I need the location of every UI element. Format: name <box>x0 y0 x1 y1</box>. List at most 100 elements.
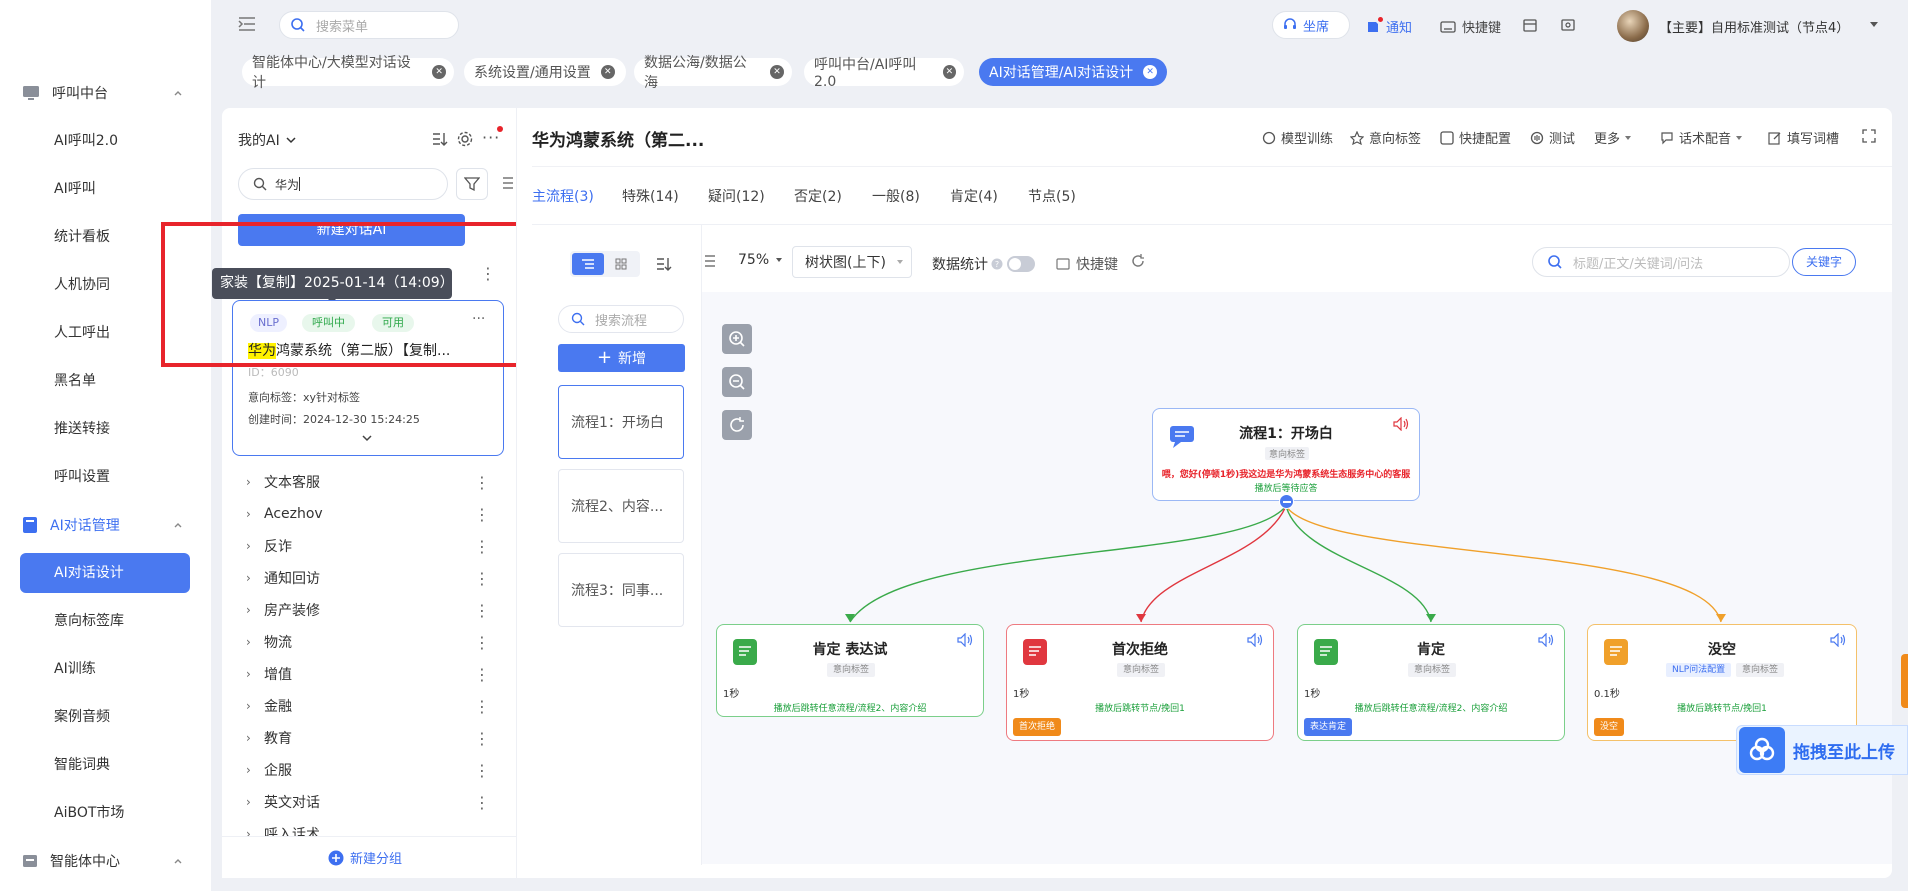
group-item[interactable]: ›文本客服⋮ <box>246 472 490 492</box>
add-flow-button[interactable]: +新增 <box>558 344 685 372</box>
sidebar-item-ai-training[interactable]: AI训练 <box>54 661 96 677</box>
tab-special[interactable]: 特殊(14) <box>622 189 679 205</box>
sidebar-section-call-center[interactable]: 呼叫中台 <box>0 74 211 112</box>
grid-view-icon[interactable] <box>604 253 638 275</box>
tab-ai-call-2[interactable]: 呼叫中台/AI呼叫2.0✕ <box>804 57 964 90</box>
sidebar-item-human-machine[interactable]: 人机协同 <box>54 277 110 293</box>
sort-icon[interactable] <box>432 131 448 147</box>
sidebar-item-aibot-market[interactable]: AiBOT市场 <box>54 805 125 821</box>
menu-fold-icon[interactable] <box>238 16 256 32</box>
fill-slot-button[interactable]: 填写词槽 <box>1768 128 1839 147</box>
more-vert-icon[interactable]: ⋮ <box>474 760 490 780</box>
list-view-icon[interactable] <box>572 253 604 275</box>
tab-question[interactable]: 疑问(12) <box>708 189 765 205</box>
view-mode-select[interactable]: 树状图(上下) <box>792 246 912 278</box>
list-icon[interactable] <box>704 254 716 268</box>
sidebar-item-ai-dialog-design[interactable]: AI对话设计 <box>20 553 190 593</box>
toggle-switch[interactable] <box>1007 256 1035 272</box>
new-group-button[interactable]: 新建分组 <box>328 848 402 867</box>
close-icon[interactable]: ✕ <box>432 65 446 79</box>
more-vert-icon[interactable]: ⋮ <box>474 536 490 556</box>
filter-button[interactable] <box>456 168 488 200</box>
more-button[interactable]: 更多 <box>1594 128 1637 147</box>
flow-search-input[interactable]: 搜索流程 <box>595 313 648 329</box>
speaker-icon[interactable] <box>1393 416 1409 435</box>
tab-negative[interactable]: 否定(2) <box>794 189 842 205</box>
sidebar-item-smart-dict[interactable]: 智能词典 <box>54 757 110 773</box>
fullscreen-icon[interactable] <box>1862 129 1876 143</box>
model-training-button[interactable]: 模型训练 <box>1262 128 1333 147</box>
group-item-partial[interactable]: ›呼入话术 <box>246 818 496 838</box>
more-vert-icon[interactable]: ⋮ <box>474 504 490 524</box>
close-icon[interactable]: ✕ <box>770 65 784 79</box>
sidebar-item-transfer[interactable]: 推送转接 <box>54 421 110 437</box>
more-vert-icon[interactable]: ⋮ <box>474 696 490 716</box>
group-item[interactable]: ›房产装修⋮ <box>246 600 490 620</box>
seat-button[interactable]: 坐席 <box>1272 11 1350 39</box>
sidebar-item-blacklist[interactable]: 黑名单 <box>54 373 96 389</box>
more-vert-icon[interactable]: ⋮ <box>480 264 496 283</box>
intent-tag-button[interactable]: 意向标签 <box>1350 128 1421 147</box>
tab-data-sea[interactable]: 数据公海/数据公海✕ <box>634 55 792 91</box>
upload-drop-banner[interactable]: 拖拽至此上传 <box>1736 725 1908 775</box>
more-vert-icon[interactable]: ⋮ <box>474 568 490 588</box>
group-item[interactable]: ›金融⋮ <box>246 696 490 716</box>
speaker-icon[interactable] <box>1538 632 1554 651</box>
child-node-2[interactable]: 首次拒绝 意向标签 1秒 播放后跳转节点/挽回1 首次拒绝 <box>1006 624 1274 741</box>
child-node-1[interactable]: 肯定 表达试 意向标签 1秒 播放后跳转任意流程/流程2、内容介绍 <box>716 624 984 717</box>
quick-config-button[interactable]: 快捷配置 <box>1440 128 1511 147</box>
image-icon[interactable] <box>1561 18 1575 32</box>
tab-positive[interactable]: 肯定(4) <box>950 189 998 205</box>
close-icon[interactable]: ✕ <box>1143 65 1158 79</box>
more-vert-icon[interactable]: ⋮ <box>474 600 490 620</box>
voice-dub-button[interactable]: 话术配音 <box>1660 128 1748 147</box>
calendar-icon[interactable] <box>1523 18 1537 32</box>
sort-icon[interactable] <box>656 256 672 272</box>
ai-search-box[interactable]: 华为 <box>238 168 448 200</box>
sidebar-item-stats-board[interactable]: 统计看板 <box>54 229 110 245</box>
more-vert-icon[interactable]: ⋮ <box>474 632 490 652</box>
close-icon[interactable]: ✕ <box>600 65 615 79</box>
sidebar-section-ai-dialog[interactable]: AI对话管理 <box>0 506 211 544</box>
test-button[interactable]: 测试 <box>1530 128 1575 147</box>
speaker-icon[interactable] <box>1247 632 1263 651</box>
shortcut-button[interactable]: 快捷键 <box>1440 17 1501 36</box>
child-node-3[interactable]: 肯定 意向标签 1秒 播放后跳转任意流程/流程2、内容介绍 表达肯定 <box>1297 624 1565 741</box>
group-item[interactable]: ›英文对话⋮ <box>246 792 490 812</box>
new-dialog-ai-button[interactable]: 新建对话AI <box>238 214 465 246</box>
group-item[interactable]: ›企服⋮ <box>246 760 490 780</box>
menu-search[interactable]: 搜索菜单 <box>279 11 459 39</box>
tab-system-settings[interactable]: 系统设置/通用设置✕ <box>464 58 626 86</box>
side-tab[interactable] <box>1901 654 1908 708</box>
more-icon[interactable]: ··· <box>482 128 501 147</box>
collapse-icon[interactable] <box>1279 494 1294 509</box>
group-item[interactable]: ›物流⋮ <box>246 632 490 652</box>
more-vert-icon[interactable]: ⋮ <box>474 664 490 684</box>
avatar[interactable] <box>1617 10 1649 42</box>
speaker-icon[interactable] <box>957 632 973 651</box>
canvas-shortcut-button[interactable]: 快捷键 <box>1056 254 1118 274</box>
tab-node[interactable]: 节点(5) <box>1028 189 1076 205</box>
more-icon[interactable]: ··· <box>472 311 486 327</box>
flow-item-1[interactable]: 流程1：开场白 <box>558 385 684 459</box>
group-item[interactable]: ›Acezhov⋮ <box>246 504 490 524</box>
keyword-button[interactable]: 关键字 <box>1792 248 1856 276</box>
my-ai-dropdown[interactable]: 我的AI <box>238 130 296 150</box>
more-vert-icon[interactable]: ⋮ <box>474 728 490 748</box>
tab-agent-llm-design[interactable]: 智能体中心/大模型对话设计✕ <box>242 55 454 91</box>
data-stats-toggle[interactable]: 数据统计 ? <box>932 254 1035 274</box>
sidebar-item-intent-tags[interactable]: 意向标签库 <box>54 613 124 629</box>
tab-general[interactable]: 一般(8) <box>872 189 920 205</box>
zoom-in-button[interactable] <box>722 324 752 354</box>
notice-button[interactable]: 通知 <box>1366 16 1412 36</box>
tab-ai-dialog-design[interactable]: AI对话管理/AI对话设计✕ <box>979 58 1167 86</box>
sidebar-item-ai-call[interactable]: AI呼叫 <box>54 181 96 197</box>
more-vert-icon[interactable]: ⋮ <box>474 792 490 812</box>
flow-search[interactable]: 搜索流程 <box>558 305 684 333</box>
user-name[interactable]: 【主要】自用标准测试（节点4） <box>1659 21 1850 36</box>
refresh-icon[interactable] <box>1131 254 1145 268</box>
chevron-down-icon[interactable] <box>362 434 372 442</box>
tab-main-flow[interactable]: 主流程(3) <box>532 189 594 205</box>
zoom-select[interactable]: 75% <box>738 252 783 268</box>
gear-icon[interactable] <box>456 130 474 148</box>
